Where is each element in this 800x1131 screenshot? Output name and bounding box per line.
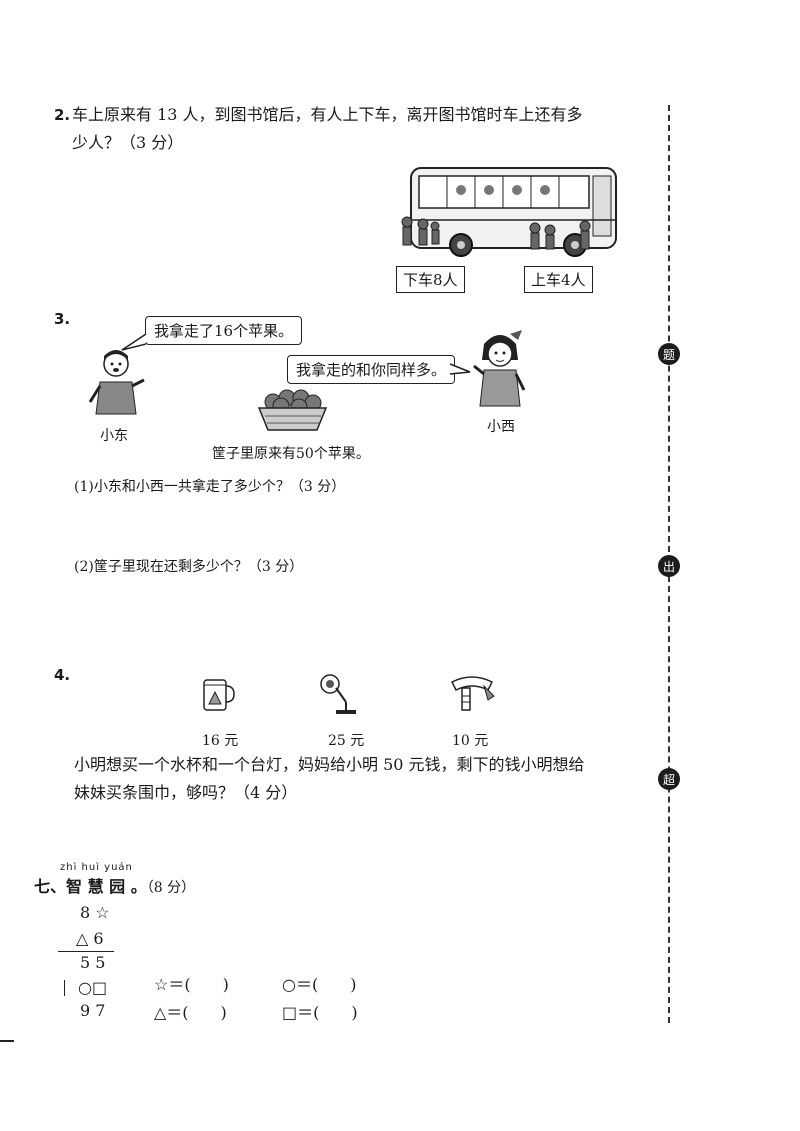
name-xiaoxi: 小西	[487, 419, 515, 435]
bubble-tail-xiaoxi	[449, 363, 471, 375]
question-4-line2: 妹妹买条围巾，够吗？（4 分）	[74, 783, 298, 802]
question-4-number: 4.	[54, 666, 71, 684]
section-7-score: （8 分）	[146, 880, 196, 896]
answer-star: ☆＝( )	[154, 975, 229, 994]
price-cup: 16 元	[202, 733, 239, 749]
answer-square: □＝( )	[282, 1003, 358, 1022]
answer-circle: ○＝( )	[282, 975, 357, 994]
margin-seal-3: 超	[658, 768, 680, 790]
label-get-on: 上车4人	[524, 266, 593, 293]
puzzle-row-2: △ 6	[76, 929, 104, 948]
speech-bubble-xiaodong: 我拿走了16个苹果。	[145, 316, 303, 345]
bus-illustration	[401, 167, 617, 257]
lamp-icon	[320, 674, 356, 714]
puzzle-row-5: 9 7	[80, 1001, 106, 1020]
name-xiaodong: 小东	[100, 428, 128, 444]
section-7-title: 智 慧 园 。	[66, 877, 147, 896]
question-3-sub2: (2)筐子里现在还剩多少个？（3 分）	[74, 559, 304, 575]
price-scarf: 10 元	[452, 733, 489, 749]
cup-icon	[203, 679, 235, 711]
question-2-line2: 少人？（3 分）	[72, 133, 184, 152]
apple-basket-illustration	[257, 389, 328, 431]
question-3-sub1: (1)小东和小西一共拿走了多少个？（3 分）	[74, 479, 346, 495]
puzzle-divider-vertical	[64, 980, 65, 996]
section-7-pinyin: zhì huì yuán	[60, 862, 133, 873]
question-3-number: 3.	[54, 310, 71, 328]
label-get-off: 下车8人	[396, 266, 465, 293]
margin-seal-2: 出	[658, 555, 680, 577]
question-2-number: 2.	[54, 106, 71, 124]
page-edge-mark	[0, 1040, 14, 1042]
answer-triangle: △＝( )	[154, 1003, 227, 1022]
price-lamp: 25 元	[328, 733, 365, 749]
question-2-line1: 车上原来有 13 人，到图书馆后，有人上下车，离开图书馆时车上还有多	[72, 105, 583, 124]
puzzle-row-1: 8 ☆	[80, 903, 110, 922]
margin-seal-1: 题	[658, 343, 680, 365]
boy-xiaodong-illustration	[88, 350, 145, 415]
section-7-prefix: 七、	[34, 877, 67, 896]
speech-bubble-xiaoxi: 我拿走的和你同样多。	[287, 355, 456, 384]
puzzle-divider	[58, 951, 114, 952]
question-4-line1: 小明想买一个水杯和一个台灯，妈妈给小明 50 元钱，剩下的钱小明想给	[74, 755, 585, 774]
puzzle-row-4: ○□	[78, 978, 108, 997]
girl-xiaoxi-illustration	[473, 330, 526, 407]
section-7-title-row: 七、智 慧 园 。（8 分）	[34, 874, 195, 901]
basket-caption: 筐子里原来有50个苹果。	[212, 446, 370, 462]
scarf-icon	[450, 676, 495, 711]
puzzle-row-3: 5 5	[80, 953, 106, 972]
bubble-tail-xiaodong	[121, 333, 147, 351]
